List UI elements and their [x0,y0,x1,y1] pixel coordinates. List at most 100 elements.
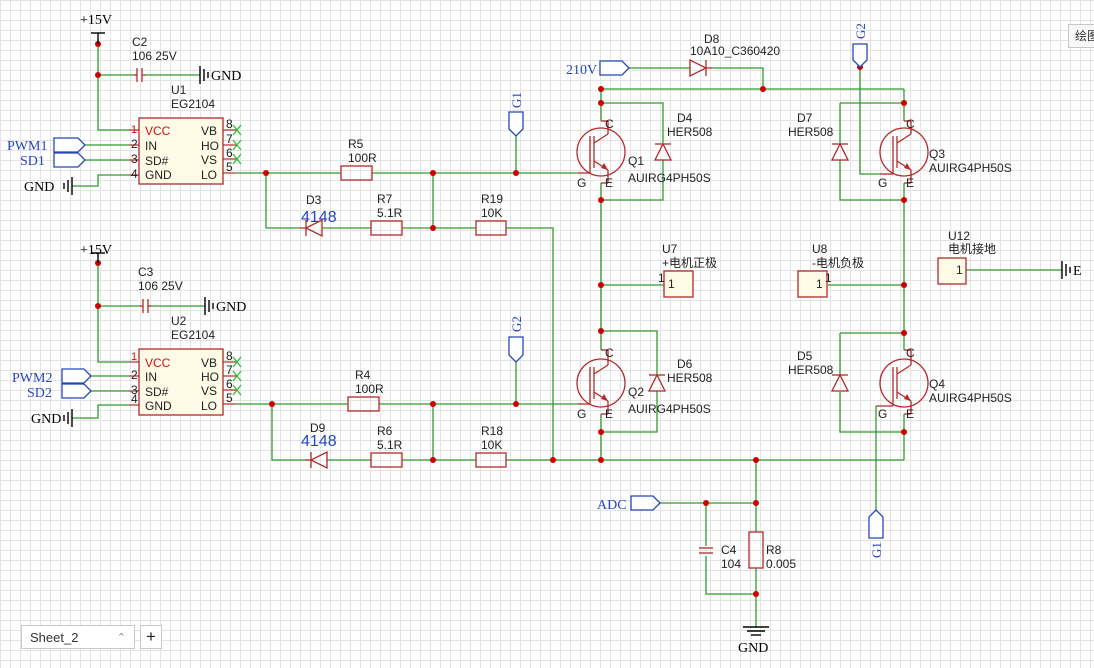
net-flag-sd2[interactable]: SD2 [27,383,92,401]
gnd-symbol-shunt[interactable]: GND [738,626,769,656]
svg-text:D8: D8 [704,32,720,46]
svg-text:C: C [605,117,614,131]
diode-d6[interactable]: D6 HER508 [647,357,713,392]
gnd-label: GND [24,180,54,195]
gnd-label: GND [211,69,241,84]
net-flag-pwm2[interactable]: PWM2 [12,368,92,386]
net-flag-g2-right[interactable]: G2 [852,23,868,68]
connector-u12[interactable]: 1 U12 电机接地 [937,229,996,285]
sheet-tab-label: Sheet_2 [30,629,79,645]
svg-text:1: 1 [668,277,675,291]
svg-text:AUIRG4PH50S: AUIRG4PH50S [929,391,1012,405]
svg-text:5: 5 [226,391,233,405]
svg-text:1: 1 [131,124,137,136]
gnd-symbol-u2[interactable]: GND [31,409,73,427]
svg-text:G2: G2 [509,316,524,332]
sheet-tab-sheet2[interactable]: Sheet_2 ⌃ [21,625,135,649]
chevron-up-icon[interactable]: ⌃ [116,631,126,644]
vcc-symbol-bottom[interactable]: +15V [80,243,112,263]
igbt-q1[interactable]: C G E Q1 AUIRG4PH50S [576,117,711,190]
diode-d5[interactable]: D5 HER508 [788,349,850,392]
svg-text:U7: U7 [662,242,678,256]
svg-text:G: G [878,407,887,421]
svg-text:4: 4 [131,392,138,406]
svg-text:U2: U2 [171,314,187,328]
svg-text:1: 1 [131,351,137,363]
capacitor-c2[interactable]: C2 106 25V [132,35,177,82]
svg-text:E: E [906,176,914,190]
diode-d9[interactable]: D9 4148 [301,421,337,470]
svg-text:G1: G1 [509,92,524,108]
net-flag-sd1[interactable]: SD1 [20,152,86,169]
svg-text:R6: R6 [377,424,393,438]
svg-text:1: 1 [816,277,823,291]
gnd-symbol-c3[interactable]: GND [204,297,246,315]
svg-text:AUIRG4PH50S: AUIRG4PH50S [628,171,711,185]
svg-text:AUIRG4PH50S: AUIRG4PH50S [929,161,1012,175]
svg-text:Q1: Q1 [628,154,644,168]
svg-text:8: 8 [226,349,233,363]
resistor-r5[interactable]: R5 100R [340,137,377,181]
svg-text:VS: VS [201,384,217,398]
net-flag-g1-top[interactable]: G1 [508,92,524,137]
svg-text:3: 3 [131,383,138,397]
connector-u8[interactable]: 1 1 U8 -电机负极 [797,242,864,298]
svg-text:100R: 100R [348,151,377,165]
svg-text:G2: G2 [853,23,868,39]
net-flag-g2-bottom[interactable]: G2 [508,316,524,363]
connector-u7[interactable]: 1 1 U7 +电机正极 [658,242,717,298]
drawing-panel-tab[interactable]: 绘图 [1068,24,1094,48]
svg-text:106 25V: 106 25V [138,279,183,293]
svg-text:HER508: HER508 [788,363,834,377]
svg-text:D4: D4 [677,111,693,125]
net-flag-g1-right[interactable]: G1 [868,509,884,558]
diode-d8[interactable]: D8 10A10_C360420 [689,32,780,78]
net-flag-210v[interactable]: 210V [566,60,630,78]
svg-text:7: 7 [226,132,233,146]
gnd-symbol-c2[interactable]: GND [199,66,241,84]
resistor-r4[interactable]: R4 100R [347,368,384,412]
svg-text:LO: LO [201,168,217,182]
svg-text:U12: U12 [948,229,970,243]
svg-text:E: E [906,407,914,421]
svg-text:SD2: SD2 [27,386,52,401]
svg-text:4148: 4148 [301,209,337,226]
svg-text:D6: D6 [677,357,693,371]
igbt-q2[interactable]: C G E Q2 AUIRG4PH50S [576,346,711,421]
svg-text:G: G [577,407,586,421]
net-flag-pwm1[interactable]: PWM1 [7,137,86,154]
add-sheet-button[interactable]: + [140,625,162,649]
svg-text:VB: VB [201,124,217,138]
igbt-q3[interactable]: C G E Q3 AUIRG4PH50S [878,117,1012,190]
resistor-r6[interactable]: R6 5.1R [370,424,403,468]
svg-text:10K: 10K [481,438,502,452]
driver-u2[interactable]: U2 EG2104 1 2 3 4 VCC IN SD# GND VB HO V… [129,314,242,416]
igbt-q4[interactable]: C G E Q4 AUIRG4PH50S [876,346,1012,421]
svg-text:D3: D3 [306,193,322,207]
svg-text:0.005: 0.005 [766,557,796,571]
resistor-r19[interactable]: R19 10K [475,192,507,236]
driver-u1[interactable]: U1 EG2104 1 2 3 4 VCC IN SD# GND VB HO V… [129,83,242,185]
svg-text:R5: R5 [348,137,364,151]
svg-text:R18: R18 [481,424,503,438]
gnd-symbol-u1[interactable]: GND [24,177,73,195]
resistor-r18[interactable]: R18 10K [475,424,507,468]
capacitor-c4[interactable]: C4 104 [699,543,741,571]
svg-text:104: 104 [721,557,741,571]
svg-text:5.1R: 5.1R [377,206,403,220]
diode-d4[interactable]: D4 HER508 [653,111,713,161]
svg-text:100R: 100R [355,382,384,396]
vcc-symbol-top[interactable]: +15V [80,13,112,44]
svg-text:C: C [906,117,915,131]
svg-text:SD1: SD1 [20,154,45,169]
earth-symbol[interactable]: E [1061,261,1082,279]
net-flag-adc[interactable]: ADC [597,495,661,513]
resistor-r8[interactable]: R8 0.005 [748,531,796,571]
resistor-r7[interactable]: R7 5.1R [370,192,403,236]
svg-text:210V: 210V [566,63,597,78]
diode-d3[interactable]: D3 4148 [300,193,337,238]
diode-d7[interactable]: D7 HER508 [788,111,850,161]
capacitor-c3[interactable]: C3 106 25V [138,265,183,313]
